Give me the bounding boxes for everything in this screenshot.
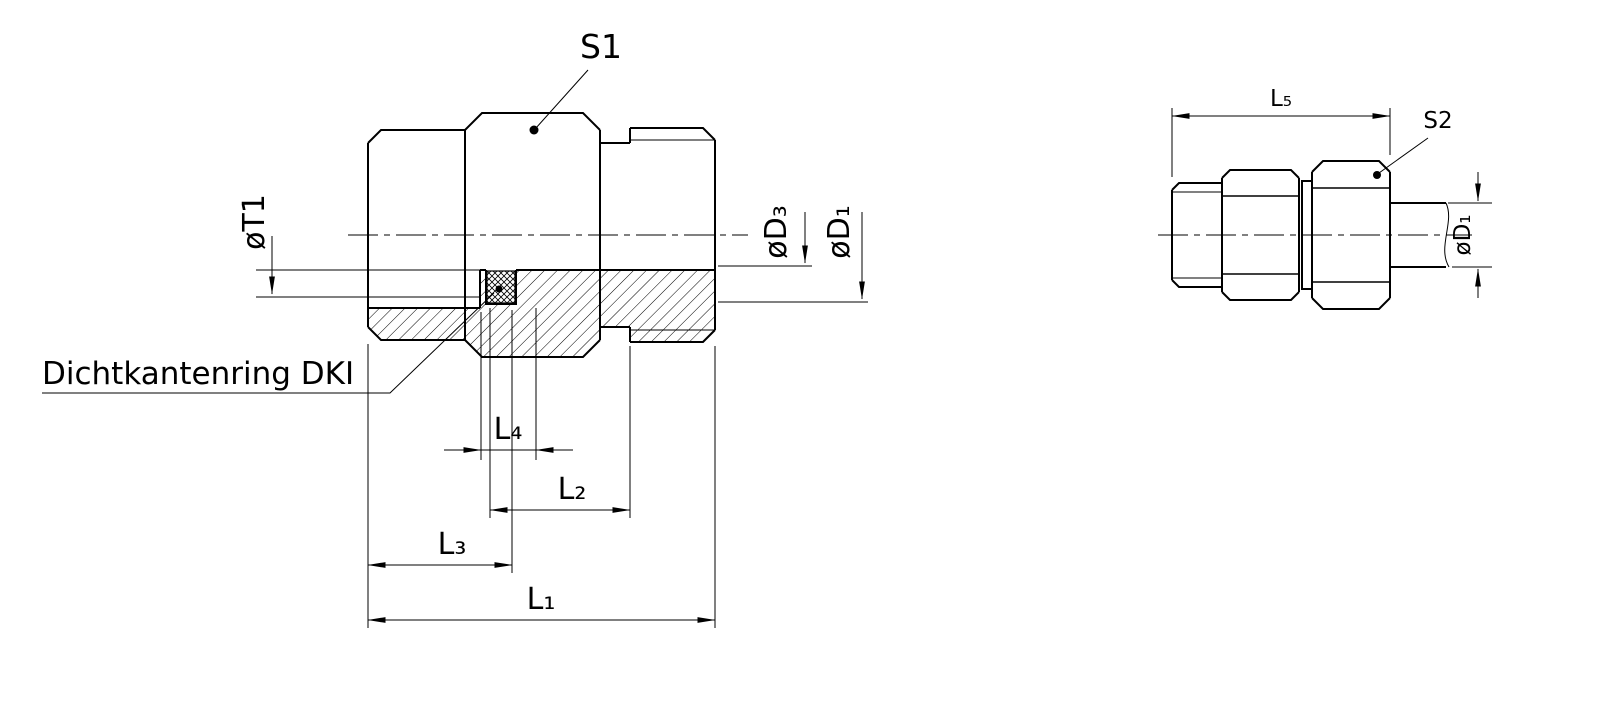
section-hatching [368, 270, 715, 357]
dimension-l3: L₃ [367, 527, 513, 568]
d1-side-label: øD₁ [1450, 214, 1476, 255]
l5-dim-label: L₅ [1270, 86, 1292, 112]
main-view: øT1 øD₃ øD₁ L₄ L₂ L₃ L₁ S1 [42, 27, 868, 628]
dimension-l2: L₂ [489, 472, 631, 513]
s1-leader-dot [529, 125, 539, 135]
extension-lines [256, 265, 868, 628]
s2-label: S2 [1423, 108, 1452, 134]
s1-label: S1 [580, 27, 622, 66]
dki-leader-dot [495, 285, 503, 293]
d1-diameter-label: øD₁ [822, 205, 857, 258]
s1-callout: S1 [529, 27, 622, 135]
l3-dim-label: L₃ [438, 527, 467, 562]
s2-callout: S2 [1373, 108, 1453, 179]
d3-diameter-label: øD₃ [759, 205, 794, 258]
dki-seal-ring [486, 270, 516, 304]
dimension-l5: L₅ [1171, 86, 1391, 177]
diameter-callouts: øT1 øD₃ øD₁ [237, 194, 865, 300]
t1-diameter-label: øT1 [237, 194, 272, 250]
dimension-l4: L₄ [444, 412, 573, 453]
l4-dim-label: L₄ [494, 412, 523, 447]
dki-note-label: Dichtkantenring DKI [42, 356, 354, 392]
l1-dim-label: L₁ [527, 582, 556, 617]
dki-note: Dichtkantenring DKI [42, 292, 495, 394]
side-outline [1171, 160, 1450, 310]
dimension-d1-side: øD₁ [1448, 172, 1492, 298]
l2-dim-label: L₂ [558, 472, 587, 507]
dimension-l1: L₁ [367, 582, 716, 623]
side-view: L₅ S2 øD₁ [1158, 86, 1492, 310]
tube-break-line [1444, 202, 1450, 268]
s2-leader-dot [1373, 171, 1381, 179]
